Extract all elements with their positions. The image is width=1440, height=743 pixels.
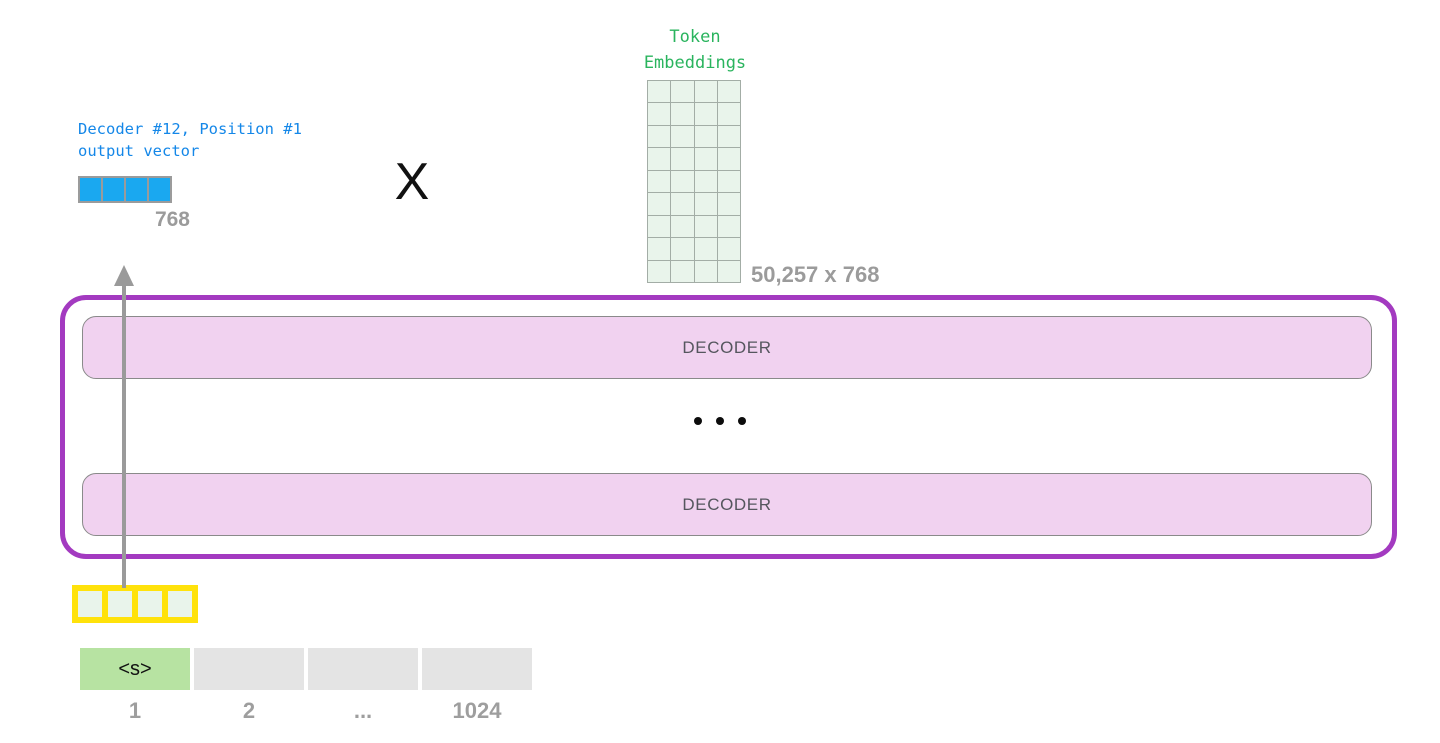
ellipsis-dot <box>694 417 702 425</box>
embedding-matrix-cell <box>648 260 671 282</box>
embedding-matrix-cell <box>648 125 671 148</box>
output-vector-dim-label: 768 <box>154 208 190 231</box>
embedding-matrix-cell <box>648 148 671 170</box>
embedding-matrix-cell <box>671 148 694 170</box>
embedding-matrix-cell <box>671 260 694 282</box>
embedding-matrix-cell <box>717 260 740 282</box>
embedding-matrix-cell <box>717 103 740 125</box>
output-vector-cell <box>103 178 124 201</box>
embedding-matrix-cell <box>717 81 740 103</box>
position-label: 1024 <box>452 698 502 723</box>
embedding-matrix-cell <box>671 81 694 103</box>
embedding-matrix-cell <box>671 193 694 215</box>
token-box <box>308 648 418 690</box>
embedding-matrix-cell <box>671 103 694 125</box>
position-label: 2 <box>242 698 256 723</box>
token-box-label: <s> <box>118 657 152 680</box>
embedding-matrix-cell <box>648 103 671 125</box>
output-vector-label-line2: output vector <box>78 142 200 160</box>
embedding-matrix-cell <box>694 81 717 103</box>
embedding-matrix-cell <box>717 238 740 260</box>
embedding-matrix-cell <box>694 215 717 238</box>
input-vector-cell <box>78 591 102 617</box>
token-row: <s> <box>80 648 532 690</box>
embedding-matrix-cell <box>694 125 717 148</box>
embedding-matrix-cell <box>694 148 717 170</box>
output-vector-cell <box>80 178 101 201</box>
decoder-bar-top: DECODER <box>82 316 1372 379</box>
embedding-matrix-cell <box>671 170 694 193</box>
token-box <box>194 648 304 690</box>
embedding-matrix-cell <box>648 170 671 193</box>
token-embeddings-title-line1: Token <box>669 27 721 47</box>
flow-arrow-head-icon <box>114 265 134 286</box>
token-embeddings-grid <box>647 80 741 283</box>
output-vector <box>78 176 172 203</box>
embedding-matrix-cell <box>648 215 671 238</box>
decoder-bar-top-label: DECODER <box>682 337 772 357</box>
token-box <box>422 648 532 690</box>
embedding-matrix-cell <box>671 215 694 238</box>
input-vector-cell <box>108 591 132 617</box>
embedding-matrix-cell <box>717 193 740 215</box>
input-vector-cell <box>138 591 162 617</box>
output-vector-cell <box>126 178 147 201</box>
embedding-matrix-cell <box>694 238 717 260</box>
ellipsis-dots <box>694 416 746 426</box>
token-box: <s> <box>80 648 190 690</box>
token-embeddings-title-line2: Embeddings <box>643 53 747 73</box>
decoder-bar-bottom-label: DECODER <box>682 494 772 514</box>
position-label: 1 <box>128 698 142 723</box>
embedding-matrix-cell <box>717 125 740 148</box>
output-vector-cell <box>149 178 170 201</box>
output-vector-label: Decoder #12, Position #1 output vector <box>78 118 302 162</box>
decoder-bar-bottom: DECODER <box>82 473 1372 536</box>
embedding-matrix-cell <box>694 260 717 282</box>
embedding-matrix-cell <box>671 238 694 260</box>
embedding-matrix-cell <box>717 215 740 238</box>
embedding-matrix-cell <box>671 125 694 148</box>
embedding-matrix-cell <box>648 81 671 103</box>
token-embeddings-size-label: 50,257 x 768 <box>751 262 880 287</box>
output-vector-label-line1: Decoder #12, Position #1 <box>78 120 302 138</box>
position-label-row: 1 2... 1024 <box>80 698 532 724</box>
position-label: ... <box>353 698 373 723</box>
embedding-matrix-cell <box>717 170 740 193</box>
embedding-matrix-cell <box>694 103 717 125</box>
input-embedding-vector <box>72 585 198 623</box>
flow-arrow-shaft <box>122 284 126 588</box>
input-vector-cell <box>168 591 192 617</box>
embedding-matrix-cell <box>694 193 717 215</box>
ellipsis-dot <box>716 417 724 425</box>
ellipsis-dot <box>738 417 746 425</box>
embedding-matrix-cell <box>648 238 671 260</box>
embedding-matrix-cell <box>717 148 740 170</box>
embedding-matrix-cell <box>694 170 717 193</box>
multiply-symbol: X <box>394 153 430 211</box>
embedding-matrix-cell <box>648 193 671 215</box>
